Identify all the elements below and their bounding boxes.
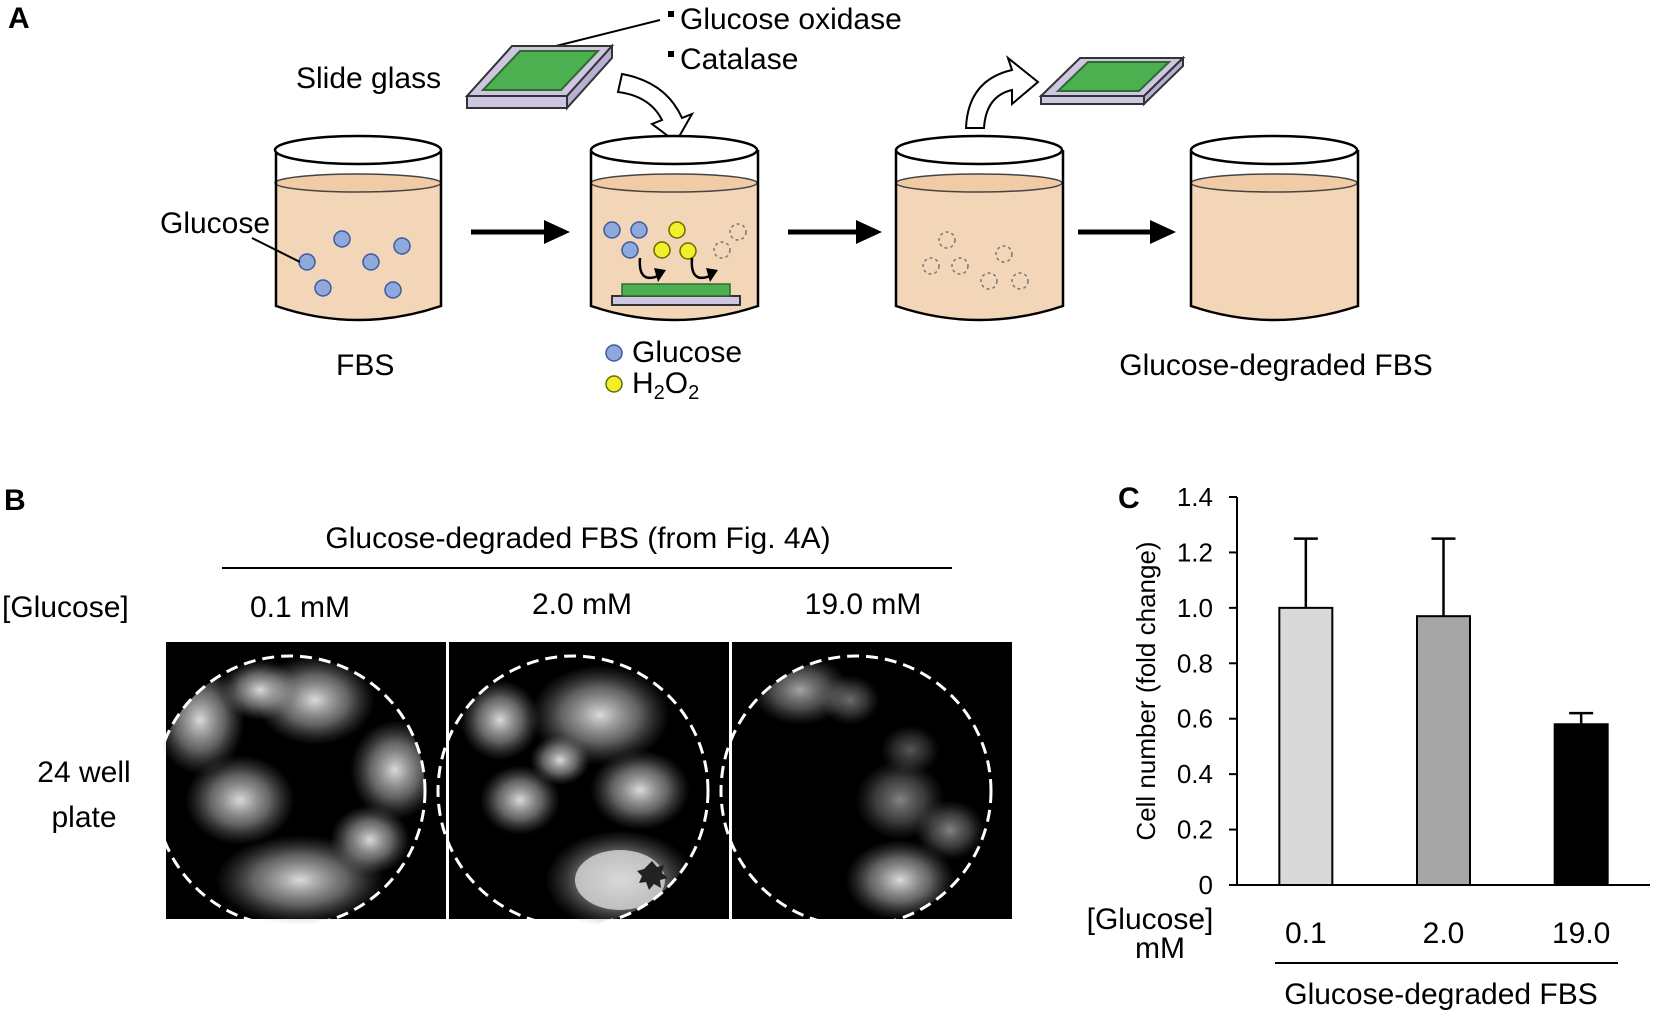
removed-slide-glass-icon — [1038, 55, 1186, 107]
glucose-molecule — [362, 253, 380, 271]
bar — [1553, 723, 1609, 886]
group-label: Glucose-degraded FBS — [1284, 978, 1598, 1011]
y-tick-label: 0 — [1199, 870, 1213, 900]
x-tick-label: 0.1 — [1285, 917, 1327, 950]
h2o2-molecule — [679, 242, 697, 260]
condition-label: 0.1 mM — [250, 591, 350, 624]
glucose-molecule — [630, 221, 648, 239]
well-outline — [719, 654, 993, 928]
glucose-molecule — [621, 241, 639, 259]
row-label-line-2: plate — [51, 801, 116, 834]
glucose-pointer-line — [251, 237, 301, 263]
panel-a-letter: A — [8, 2, 30, 35]
y-tick-label: 1.0 — [1177, 593, 1213, 623]
y-tick-label: 0.6 — [1177, 704, 1213, 734]
bar — [1416, 615, 1471, 887]
submerged-slide-icon — [611, 295, 741, 306]
enzyme-catalase: Catalase — [680, 43, 798, 76]
beaker-fbs-label: FBS — [336, 349, 394, 382]
panel-b-header: Glucose-degraded FBS (from Fig. 4A) — [325, 522, 830, 555]
h2o2-molecule — [668, 221, 686, 239]
well-outline — [436, 654, 710, 928]
well-outline — [153, 654, 427, 928]
condition-label: 19.0 mM — [805, 588, 922, 621]
bullet-icon — [668, 11, 674, 17]
legend-glucose-label: Glucose — [632, 336, 742, 369]
beaker-glucose-degraded-label: Glucose-degraded FBS — [1119, 349, 1433, 382]
beaker-degrading — [894, 134, 1065, 322]
degraded-molecule — [980, 272, 998, 290]
well-image-2.0mM — [436, 642, 729, 928]
degraded-molecule — [922, 257, 940, 275]
degraded-molecule — [713, 241, 731, 259]
degraded-molecule — [995, 245, 1013, 263]
panel-b: B Glucose-degraded FBS (from Fig. 4A) [G… — [2, 484, 1012, 928]
reaction-arrow-icon — [638, 257, 659, 280]
enzyme-pointer-line — [547, 19, 661, 49]
glucose-molecule — [603, 221, 621, 239]
glucose-molecule — [298, 253, 316, 271]
legend-glucose-icon — [605, 344, 623, 362]
y-tick-label: 1.2 — [1177, 537, 1213, 567]
panel-a: A Glucose oxidase Catalase Slide glass — [8, 2, 1433, 404]
x-tick-label: 19.0 — [1552, 917, 1610, 950]
well-image-19.0mM — [719, 642, 1012, 928]
y-tick-label: 0.4 — [1177, 759, 1213, 789]
glucose-row-label: [Glucose] — [2, 591, 129, 624]
legend-h2o2-icon — [605, 375, 623, 393]
bullet-icon — [668, 51, 674, 57]
remove-arrow-icon — [964, 55, 1040, 129]
glucose-molecule — [384, 281, 402, 299]
cell-clump — [637, 861, 668, 890]
degraded-molecule — [938, 231, 956, 249]
degraded-molecule — [951, 257, 969, 275]
x-axis-label-line-1: [Glucose] — [1087, 903, 1214, 936]
process-arrow-icon — [471, 220, 570, 244]
enzyme-coating — [621, 283, 731, 297]
condition-label: 2.0 mM — [532, 588, 632, 621]
process-arrow-icon — [788, 220, 882, 244]
h2o2-molecule — [653, 241, 671, 259]
glucose-pointer-label: Glucose — [160, 207, 270, 240]
slide-glass-icon — [464, 43, 615, 111]
legend-h2o2-label: H2O2 — [632, 367, 699, 404]
panel-b-letter: B — [4, 484, 26, 517]
glucose-molecule — [333, 230, 351, 248]
degraded-molecule — [1011, 272, 1029, 290]
y-tick-label: 1.4 — [1177, 482, 1213, 512]
slide-glass-label: Slide glass — [296, 62, 441, 95]
y-tick-label: 0.2 — [1177, 815, 1213, 845]
panel-c-letter: C — [1118, 482, 1140, 515]
well-image-0.1mM — [153, 642, 446, 928]
y-axis-label: Cell number (fold change) — [1131, 541, 1161, 840]
glucose-molecule — [393, 237, 411, 255]
glucose-molecule — [314, 279, 332, 297]
process-arrow-icon — [1078, 220, 1176, 244]
x-tick-label: 2.0 — [1423, 917, 1465, 950]
insert-arrow-icon — [616, 72, 695, 144]
row-label-line-1: 24 well — [37, 756, 130, 789]
x-axis-label-line-2: mM — [1135, 932, 1185, 965]
reaction-arrow-icon — [690, 257, 711, 280]
bar — [1278, 606, 1334, 886]
enzyme-glucose-oxidase: Glucose oxidase — [680, 3, 902, 36]
beaker-glucose-degraded — [1189, 134, 1360, 322]
beaker-fbs — [273, 134, 443, 322]
beaker-reaction — [589, 134, 760, 322]
y-tick-label: 0.8 — [1177, 648, 1213, 678]
degraded-molecule — [729, 223, 747, 241]
